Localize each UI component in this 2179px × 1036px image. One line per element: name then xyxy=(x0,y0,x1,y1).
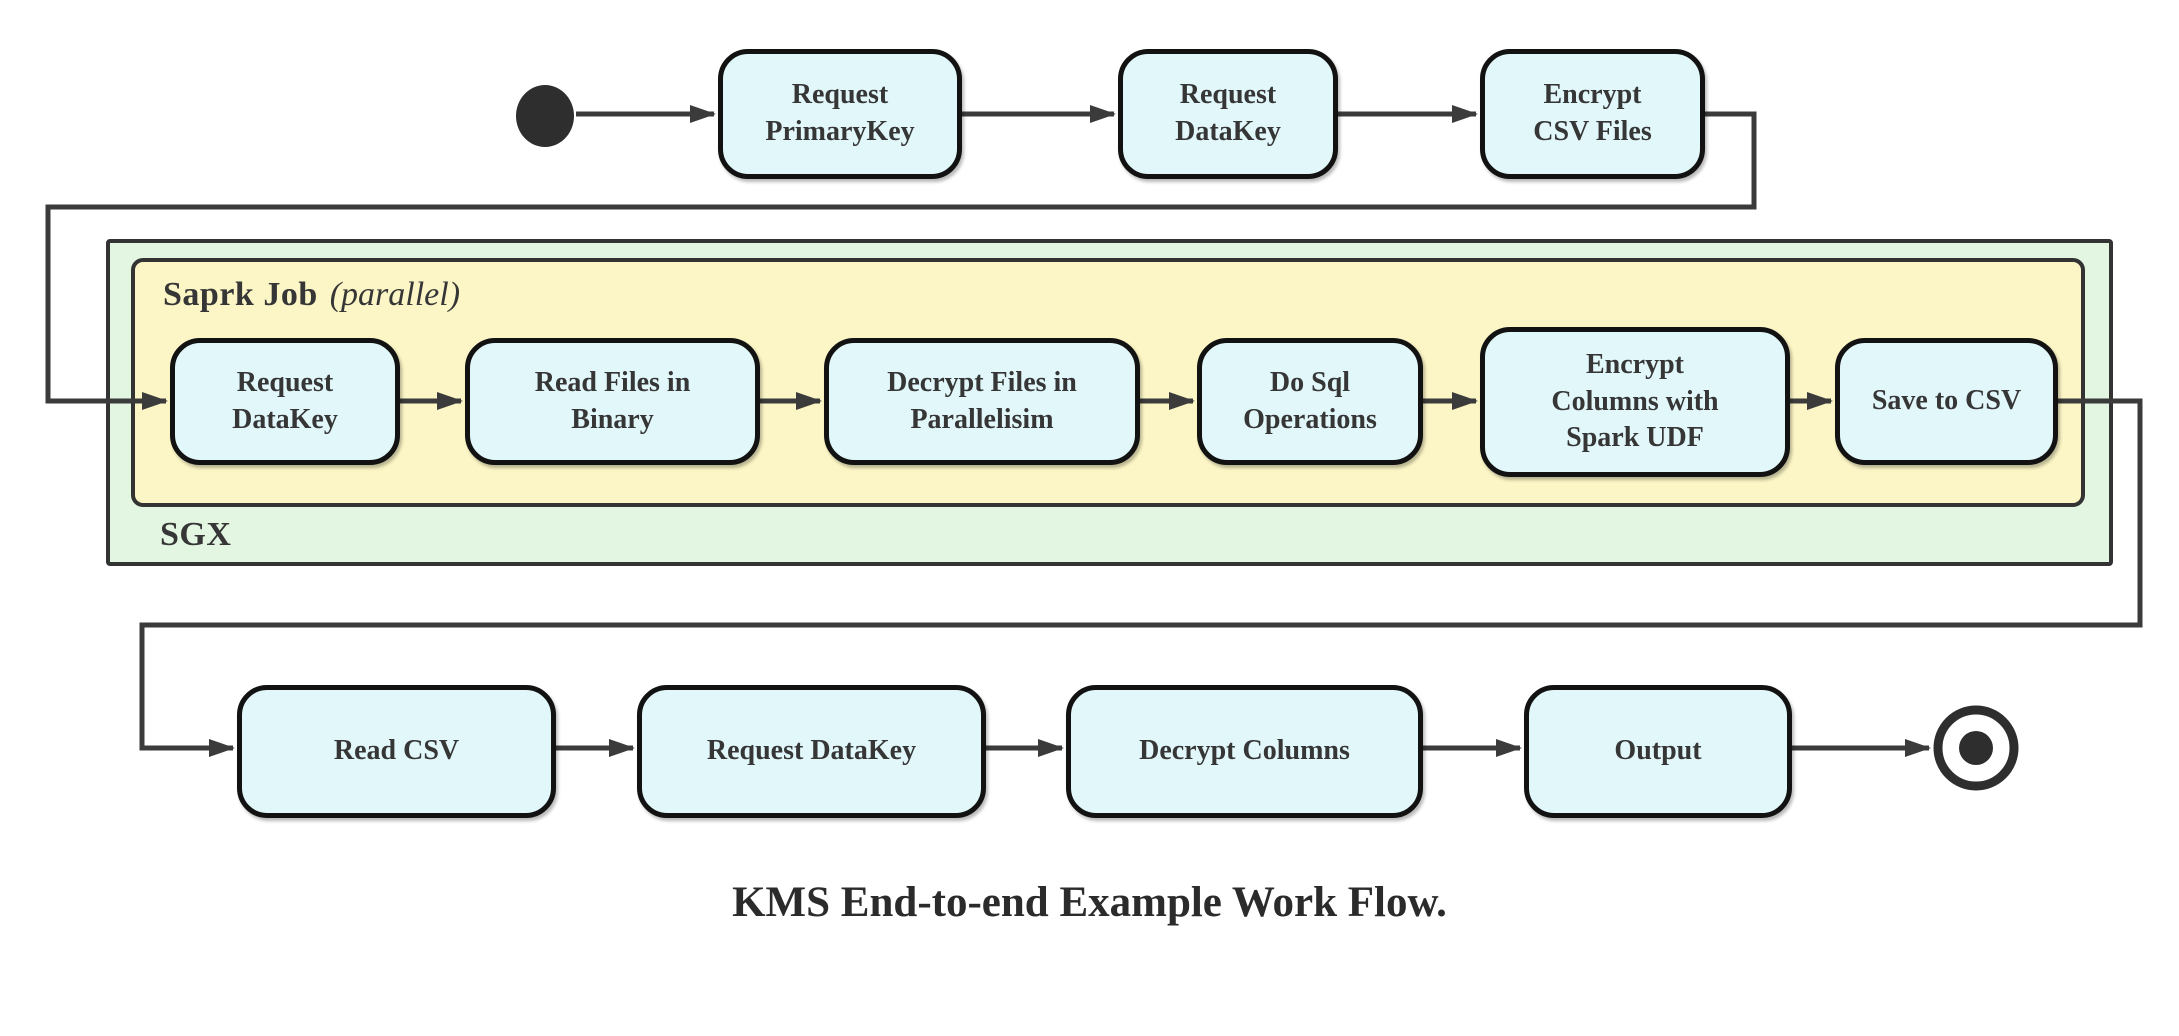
end-node-dot xyxy=(1959,731,1993,765)
node-request-datakey-middle: Request DataKey xyxy=(170,338,400,465)
spark-job-qualifier: (parallel) xyxy=(329,276,461,313)
node-read-csv: Read CSV xyxy=(237,685,556,818)
node-request-primarykey: Request PrimaryKey xyxy=(718,49,962,179)
node-request-datakey-top: Request DataKey xyxy=(1118,49,1338,179)
node-output: Output xyxy=(1524,685,1792,818)
connector-save-csv-to-read-csv xyxy=(139,398,2143,757)
node-encrypt-csv-files: Encrypt CSV Files xyxy=(1480,49,1705,179)
start-node xyxy=(516,85,574,147)
node-decrypt-columns: Decrypt Columns xyxy=(1066,685,1423,818)
node-decrypt-files-in-parallelisim: Decrypt Files in Parallelisim xyxy=(824,338,1140,465)
spark-job-label: Saprk Job (parallel) xyxy=(163,276,460,314)
node-save-to-csv: Save to CSV xyxy=(1835,338,2058,465)
node-read-files-in-binary: Read Files in Binary xyxy=(465,338,760,465)
sgx-label: SGX xyxy=(160,516,232,553)
connector-encrypt-csv-to-sgx xyxy=(45,111,1757,410)
diagram-caption: KMS End-to-end Example Work Flow. xyxy=(732,879,1447,926)
spark-job-title: Saprk Job xyxy=(163,276,318,313)
node-do-sql-operations: Do Sql Operations xyxy=(1197,338,1423,465)
node-request-datakey-bottom: Request DataKey xyxy=(637,685,986,818)
node-encrypt-columns-with-spark-udf: Encrypt Columns with Spark UDF xyxy=(1480,327,1790,477)
